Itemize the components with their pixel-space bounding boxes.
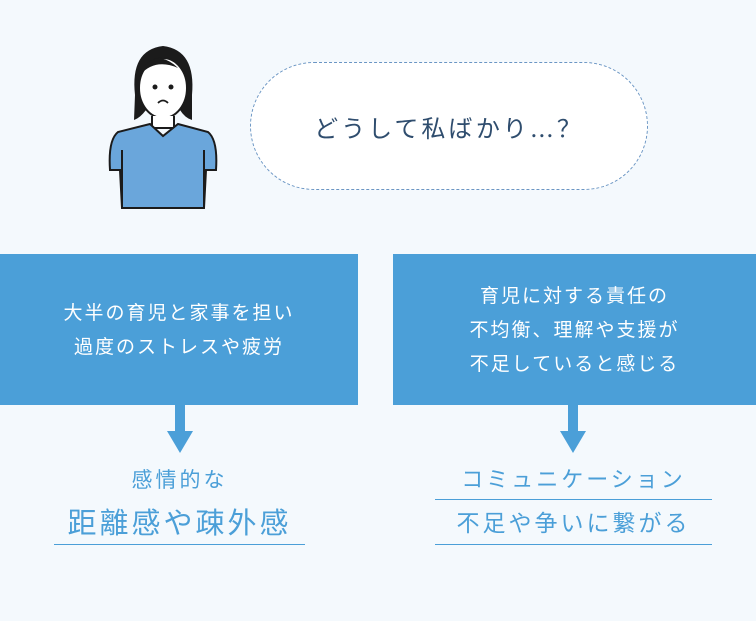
result-left-large: 距離感や疎外感 bbox=[54, 503, 305, 545]
cause-box-left: 大半の育児と家事を担い 過度のストレスや疲労 bbox=[0, 254, 358, 405]
bubble-text: どうして私ばかり…？ bbox=[314, 114, 584, 143]
arrow-down-icon bbox=[167, 405, 193, 453]
box-line: 不均衡、理解や支援が bbox=[469, 318, 680, 341]
cause-box-right: 育児に対する責任の 不均衡、理解や支援が 不足していると感じる bbox=[393, 254, 756, 405]
box-line: 育児に対する責任の bbox=[479, 284, 669, 307]
worried-woman-illustration bbox=[108, 46, 218, 209]
result-left-small: 感情的な bbox=[131, 468, 228, 492]
box-line: 不足していると感じる bbox=[469, 352, 680, 375]
box-line: 過度のストレスや疲労 bbox=[73, 335, 284, 358]
result-right-line1: コミュニケーション bbox=[435, 464, 712, 500]
thought-bubble: どうして私ばかり…？ bbox=[250, 62, 648, 190]
result-right-line2: 不足や争いに繋がる bbox=[435, 504, 712, 545]
box-line: 大半の育児と家事を担い bbox=[63, 301, 295, 324]
arrow-down-icon bbox=[560, 405, 586, 453]
